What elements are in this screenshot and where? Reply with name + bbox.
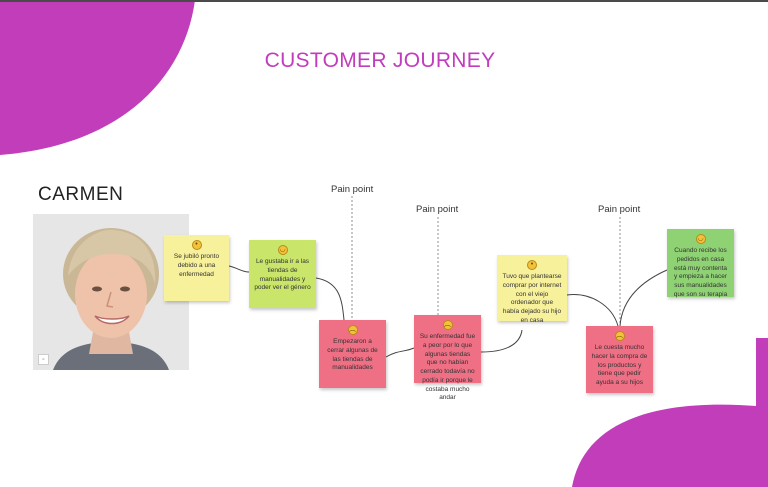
connector-6-7 (619, 269, 668, 327)
page-title: CUSTOMER JOURNEY (264, 49, 496, 72)
sad-face-icon: ︵ (614, 331, 625, 341)
pain-point-label-3: Pain point (598, 204, 641, 215)
sticky-note-3[interactable]: ︵ Empezaron a cerrar algunas de las tien… (319, 320, 386, 388)
neutral-face-icon: • (191, 240, 202, 250)
sticky-note-2[interactable]: ◡ Le gustaba ir a las tiendas de manuali… (249, 240, 316, 308)
sticky-note-text: Le cuesta mucho hacer la compra de los p… (591, 344, 648, 387)
sticky-note-text: Empezaron a cerrar algunas de las tienda… (327, 338, 378, 372)
sticky-note-4[interactable]: ︵ Su enfermedad fue a peor por lo que al… (414, 315, 481, 401)
bottom-right-blob (572, 404, 768, 487)
sticky-note-text: Su enfermedad fue a peor por lo que algu… (419, 333, 476, 402)
connector-2-3 (315, 277, 345, 321)
happy-face-icon: ◡ (277, 245, 288, 255)
image-badge-icon: ▫ (38, 354, 49, 365)
pain-point-label-1: Pain point (331, 184, 374, 195)
connector-1-2 (228, 265, 250, 273)
sad-face-icon: ︵ (442, 320, 453, 330)
connector-5-6 (566, 294, 619, 327)
connector-3-4 (385, 347, 415, 358)
right-edge-bar (756, 338, 768, 413)
persona-photo[interactable]: ▫ (33, 214, 189, 370)
sticky-note-5[interactable]: • Tuvo que plantearse comprar por intern… (497, 255, 567, 324)
connector-4-5 (480, 329, 523, 353)
sticky-note-text: Le gustaba ir a las tiendas de manualida… (254, 258, 311, 292)
sticky-note-text: Tuvo que plantearse comprar por internet… (502, 273, 562, 324)
sad-face-icon: ︵ (347, 325, 358, 335)
happy-face-icon: ◡ (695, 234, 706, 244)
top-border (0, 0, 768, 2)
sticky-note-7[interactable]: ◡ Cuando recibe los pedidos en casa está… (667, 229, 734, 298)
top-left-blob (0, 0, 195, 155)
portrait-image (33, 214, 189, 370)
persona-name: CARMEN (38, 184, 124, 205)
sticky-note-6[interactable]: ︵ Le cuesta mucho hacer la compra de los… (586, 326, 653, 393)
neutral-face-icon: • (527, 260, 537, 270)
pain-point-label-2: Pain point (416, 204, 459, 215)
sticky-note-1[interactable]: • Se jubiló pronto debido a una enfermed… (164, 235, 229, 301)
sticky-note-text: Se jubiló pronto debido a una enfermedad (173, 253, 220, 278)
sticky-note-text: Cuando recibe los pedidos en casa está m… (673, 247, 728, 298)
